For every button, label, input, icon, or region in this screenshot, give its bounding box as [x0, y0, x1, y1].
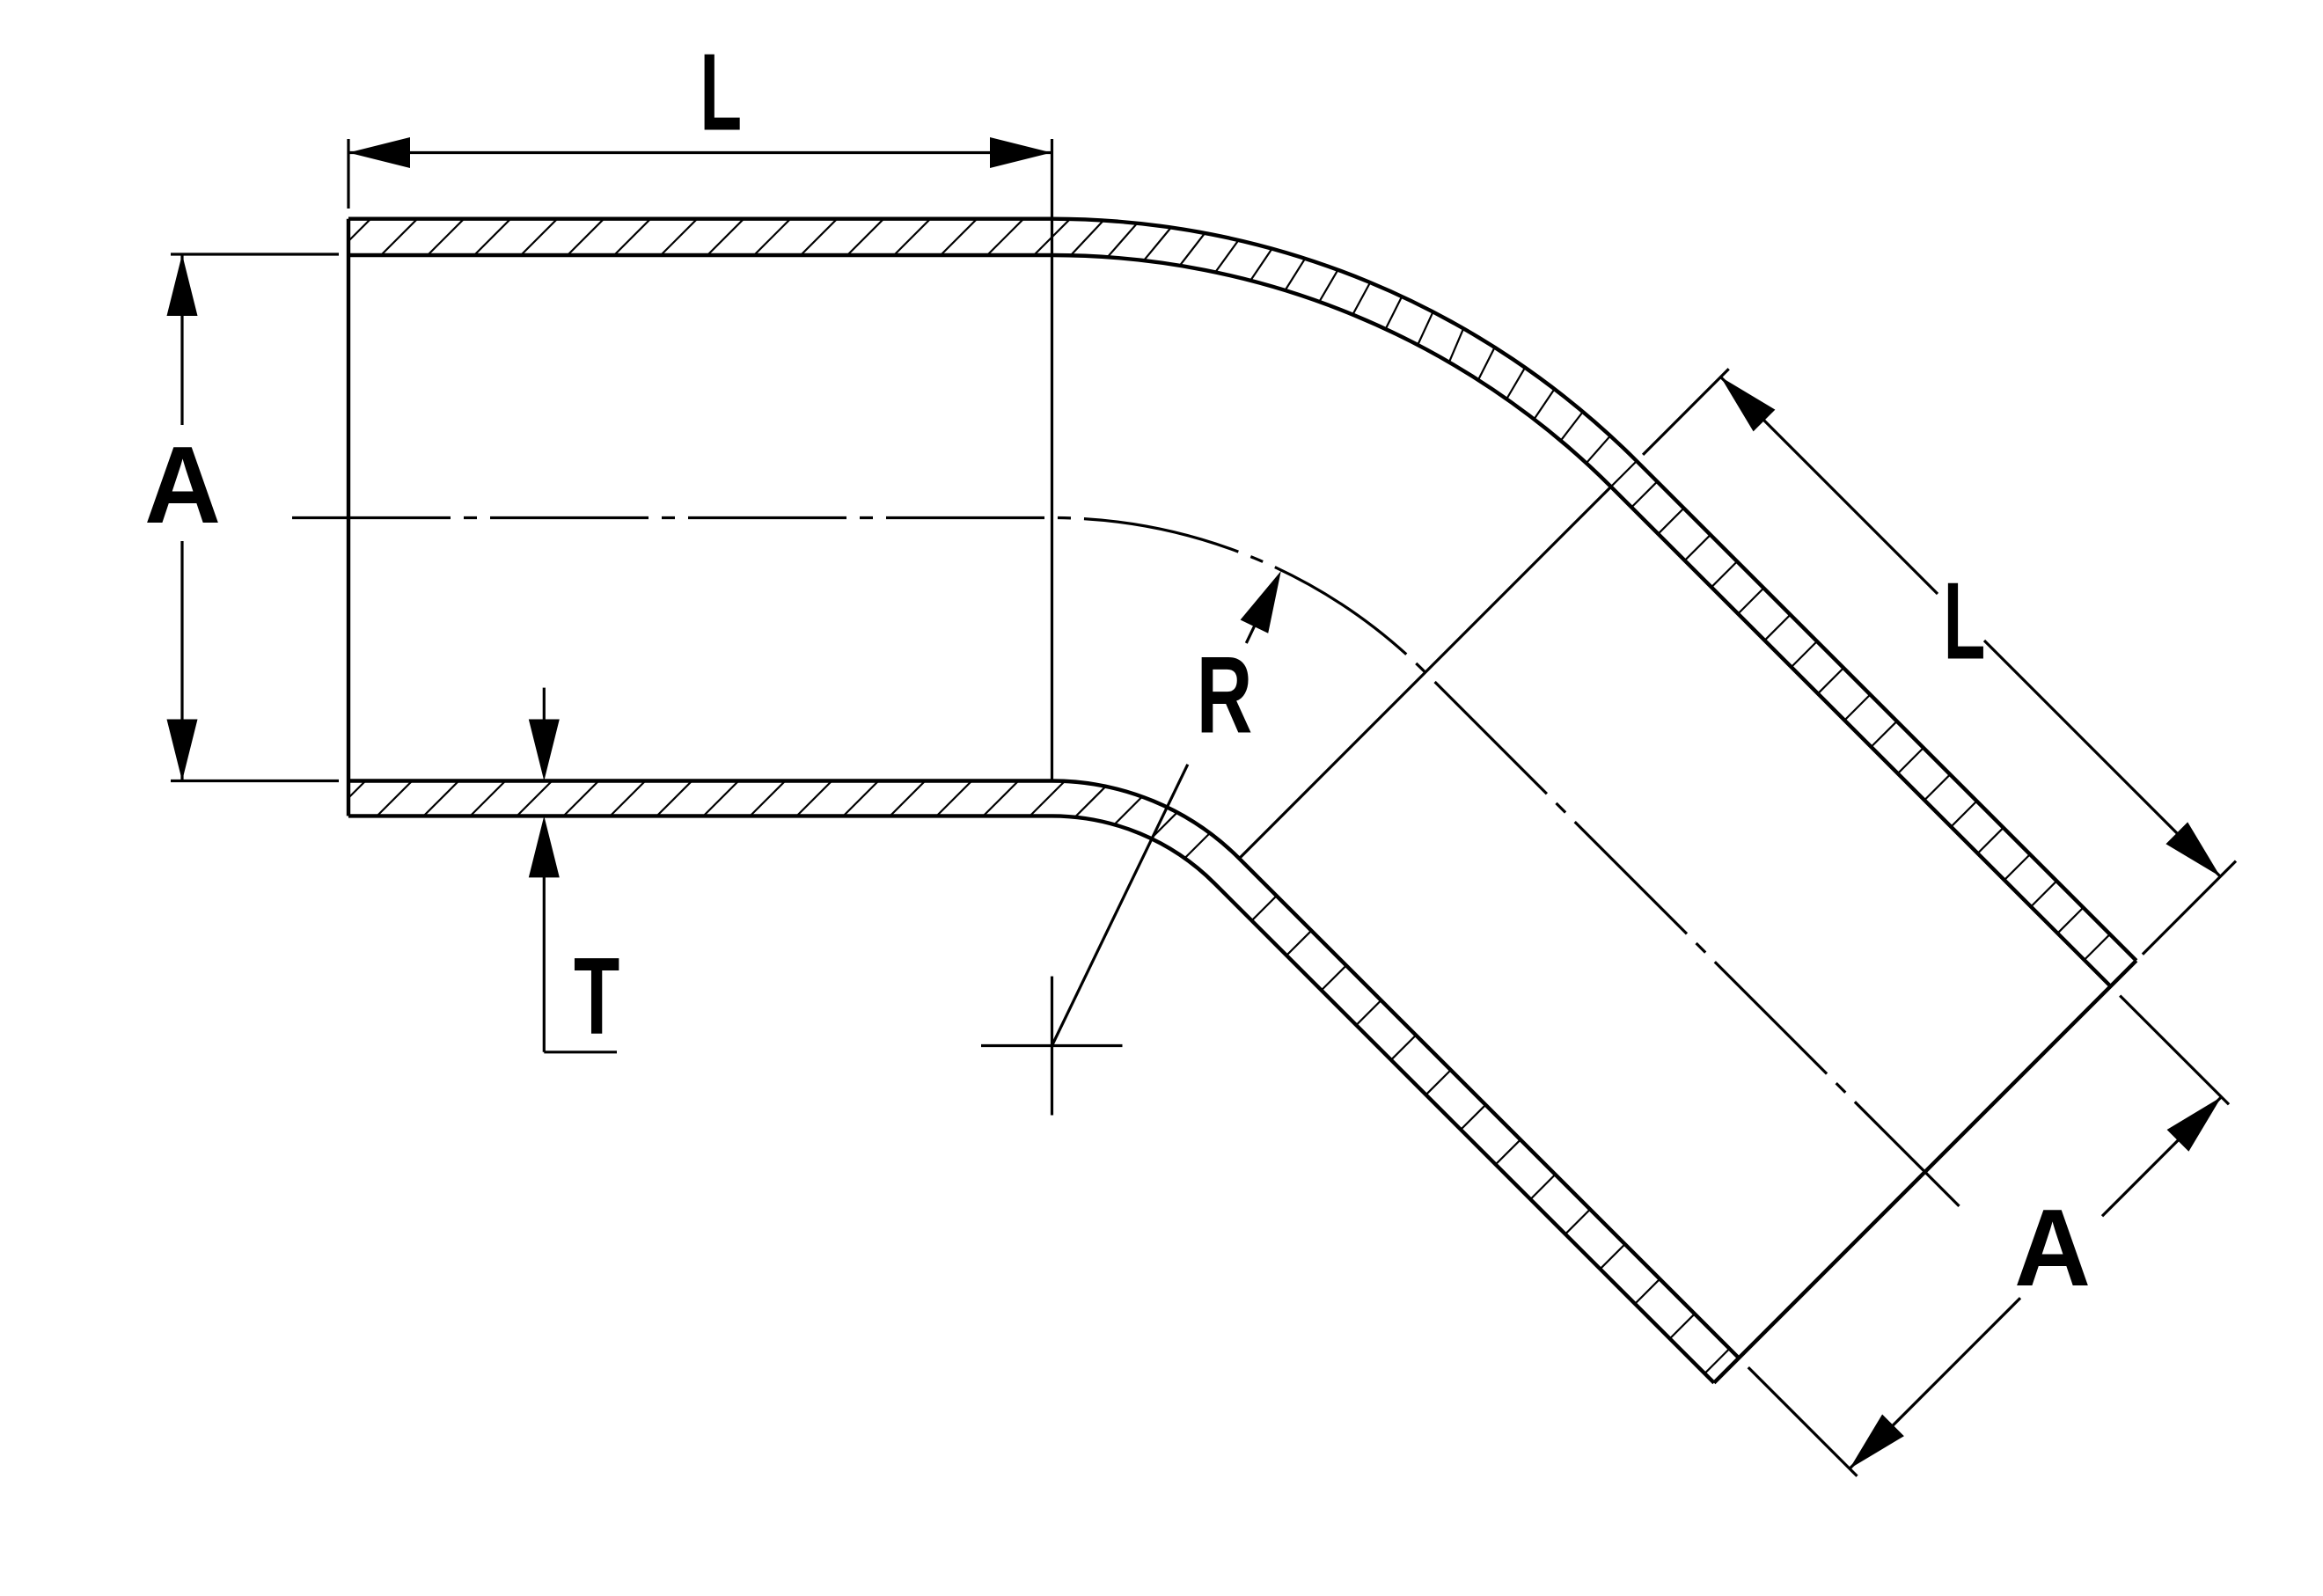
- svg-text:R: R: [1197, 634, 1253, 756]
- svg-text:A: A: [144, 423, 221, 545]
- svg-text:L: L: [700, 31, 742, 153]
- svg-text:T: T: [574, 935, 619, 1058]
- svg-text:L: L: [1944, 560, 1986, 682]
- svg-text:A: A: [2014, 1186, 2091, 1308]
